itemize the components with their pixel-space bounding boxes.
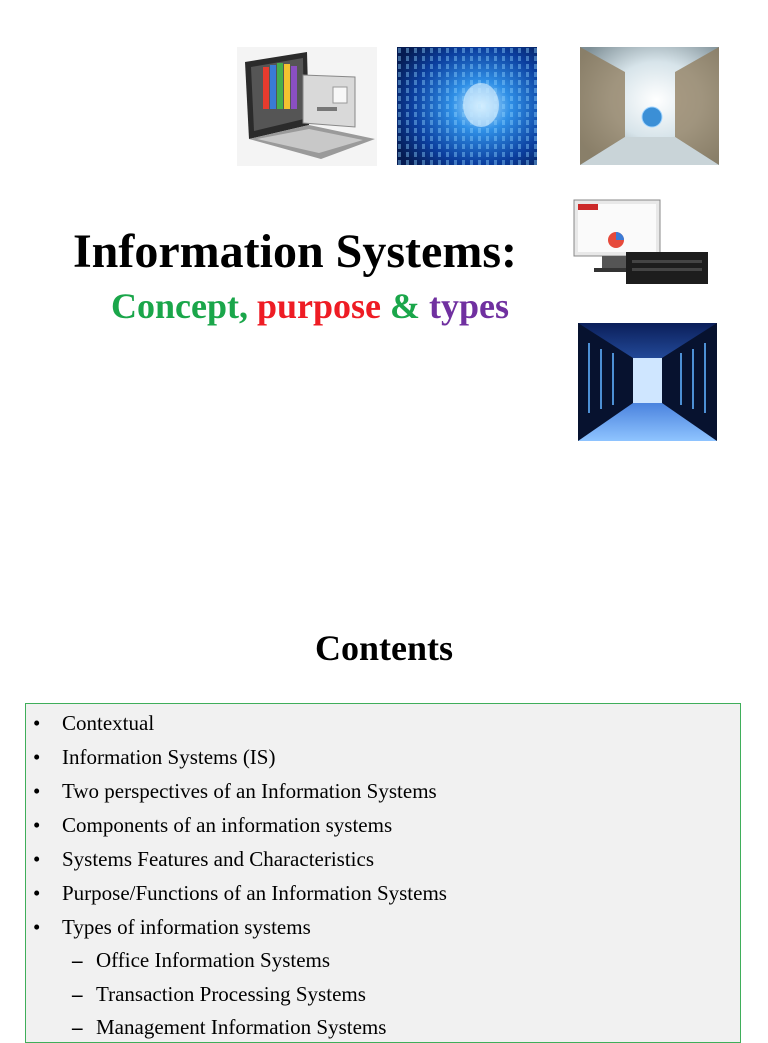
laptop-file-drawer-icon [237,47,377,166]
dash-marker: – [72,1015,83,1039]
contents-item-text: Office Information Systems [96,948,331,972]
contents-item-text: Purpose/Functions of an Information Syst… [62,881,447,905]
subtitle-concept: Concept, [110,286,248,326]
contents-item-text: Two perspectives of an Information Syste… [62,779,437,803]
subtitle-ampersand: & [390,286,421,326]
binary-data-tunnel-image [397,47,537,165]
laptop-file-drawer-image [237,47,377,166]
dash-marker: – [72,948,83,972]
bullet-marker: • [33,881,41,905]
subtitle-types: types [429,286,510,326]
server-hall-globe-image [580,47,719,165]
binary-tunnel-icon [397,47,537,165]
contents-item-text: Management Information Systems [96,1015,387,1039]
contents-item-text: Transaction Processing Systems [96,982,366,1006]
datacenter-corridor-image [578,323,717,441]
contents-item-text: Information Systems (IS) [62,745,276,769]
contents-item-text: Systems Features and Characteristics [62,847,375,871]
bullet-marker: • [33,779,41,803]
contents-list: • Contextual • Information Systems (IS) • Two… [25,703,741,1043]
contents-item-text: Contextual [62,711,155,735]
bullet-marker: • [33,745,41,769]
contents-heading: Contents [314,628,453,668]
subtitle-purpose: purpose [256,286,382,326]
slide-subtitle: Concept, purpose & types [60,283,560,329]
monitor-server-icon [572,196,710,288]
contents-item-text: Types of information systems [62,915,311,939]
bullet-marker: • [33,813,41,837]
bullet-marker: • [33,847,41,871]
bullet-marker: • [33,711,41,735]
slide-title: Information Systems: [73,225,517,278]
server-hall-icon [580,47,719,165]
bullet-marker: • [33,915,41,939]
contents-item-text: Components of an information systems [62,813,393,837]
monitor-server-image [572,196,710,288]
datacenter-icon [578,323,717,441]
dash-marker: – [72,982,83,1006]
